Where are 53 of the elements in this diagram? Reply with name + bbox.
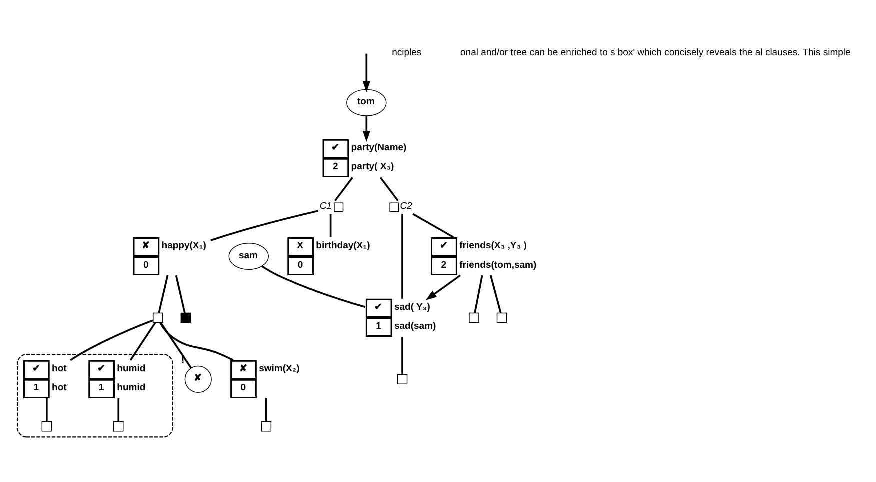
node-box bbox=[496, 312, 508, 323]
node-label: C2 bbox=[400, 200, 412, 212]
connector bbox=[175, 274, 186, 313]
node-label: C1 bbox=[320, 200, 332, 212]
node-label: friends(tom,sam) bbox=[460, 259, 537, 270]
node-box bbox=[261, 421, 272, 432]
node-label: hot bbox=[52, 382, 67, 394]
connector bbox=[262, 265, 366, 308]
node-box bbox=[334, 202, 344, 212]
node-box bbox=[153, 312, 164, 323]
connector bbox=[334, 176, 354, 201]
node-label: sad( Y₃) bbox=[394, 302, 430, 313]
node-label: swim(X₂) bbox=[259, 363, 300, 374]
cluster bbox=[17, 354, 174, 438]
node-label: humid bbox=[117, 363, 146, 374]
label: nciples bbox=[392, 47, 422, 58]
connector bbox=[160, 322, 192, 368]
connector bbox=[412, 212, 454, 238]
node-box bbox=[180, 312, 192, 323]
connector bbox=[380, 176, 399, 201]
node-label: friends(X₃ ,Y₃ ) bbox=[460, 240, 527, 252]
connector bbox=[46, 398, 48, 422]
node-label: sad(sam) bbox=[394, 320, 436, 332]
node-label: happy(X₁) bbox=[162, 240, 206, 252]
connector bbox=[402, 336, 404, 374]
connector bbox=[130, 322, 156, 360]
node-box bbox=[390, 202, 400, 212]
connector bbox=[330, 214, 332, 237]
connector bbox=[70, 319, 154, 361]
connector bbox=[402, 214, 404, 298]
connector bbox=[160, 322, 234, 361]
node-ellipse: sam bbox=[228, 242, 269, 270]
connector bbox=[210, 210, 318, 241]
node-box bbox=[469, 312, 480, 323]
label: onal and/or tree can be enriched to s box' which concisely reveals the al clauses. This simple bbox=[460, 47, 851, 58]
connector bbox=[266, 398, 268, 422]
node-label: party( X₃) bbox=[351, 161, 394, 172]
node-circle: ✘ bbox=[184, 365, 212, 392]
node-label: hot bbox=[52, 363, 67, 374]
node-ellipse: tom bbox=[346, 88, 387, 116]
connector bbox=[474, 274, 484, 313]
arrow bbox=[362, 53, 371, 92]
node-label: birthday(X₁) bbox=[316, 240, 370, 252]
node-label: humid bbox=[117, 382, 146, 394]
arrow bbox=[362, 116, 371, 142]
node-box bbox=[42, 421, 52, 432]
node-label: party(Name) bbox=[351, 142, 407, 154]
connector bbox=[490, 274, 502, 313]
arrow bbox=[426, 274, 461, 300]
connector bbox=[158, 274, 169, 313]
connector bbox=[118, 398, 120, 422]
node-box bbox=[114, 421, 124, 432]
node-box bbox=[397, 374, 408, 384]
